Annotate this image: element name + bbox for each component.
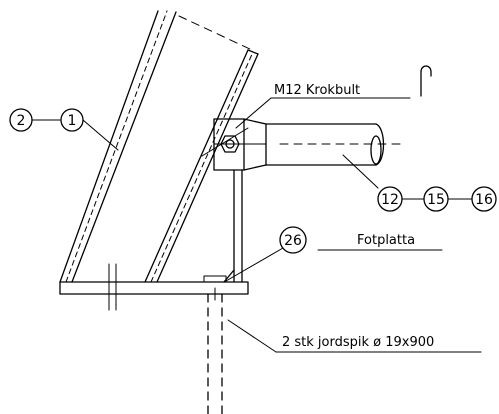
hex-nut [220,135,240,153]
right-inclined-tube [144,49,259,283]
horizontal-arm-tube [265,123,406,166]
bubble-1-label: 1 [68,113,77,129]
bolt-center [225,139,235,149]
left-inclined-tube [59,10,253,283]
callout-ground-spikes: 2 stk jordspik ø 19x900 [227,319,482,353]
label-hook-bolt: M12 Krokbult [274,83,360,98]
bubble-16 [471,186,497,212]
vertical-support-post [223,169,243,283]
callout-foot-bolt: 26 [225,226,307,282]
callout-tube-parts: 2 1 [9,108,119,151]
clamp-bracket [201,118,267,171]
callout-hook-bolt: M12 Krokbult [235,83,411,129]
foot-plate [59,263,249,311]
bubble-2-label: 2 [17,113,26,129]
bolt-head [203,275,227,283]
hook-bolt-icon [420,65,432,97]
bubble-26-label: 26 [284,233,302,249]
ground-spikes [207,287,223,414]
label-foot-plate: Fotplatta [357,233,415,248]
callout-arm-parts: 12 15 16 [342,154,497,212]
bubble-26 [279,226,307,254]
bubble-15-label: 15 [427,192,445,208]
bubble-12-label: 12 [381,192,399,208]
bubble-16-label: 16 [475,192,493,208]
label-ground-spikes: 2 stk jordspik ø 19x900 [282,335,434,350]
callout-foot-plate: Fotplatta [317,233,443,251]
